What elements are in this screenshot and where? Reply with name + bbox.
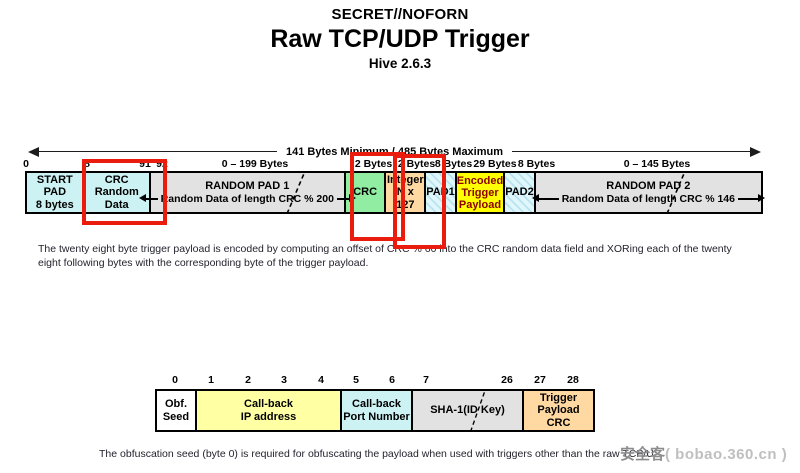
segment-label: 8 bytes <box>35 198 74 211</box>
segment-pad1: PAD1 <box>424 173 455 212</box>
extent-arrow-left-icon <box>531 195 559 202</box>
segment-detail-label: Random Data of length CRC % 200 <box>160 192 334 205</box>
segment-random-pad-2: RANDOM PAD 2 Random Data of length CRC %… <box>531 173 765 212</box>
arrow-line <box>39 150 277 153</box>
byte-span-label: 141 Bytes Minimum / 485 Bytes Maximum <box>285 145 504 158</box>
highlight-box-crc-random-data <box>82 159 167 225</box>
byte-tick: 26 <box>501 374 513 386</box>
segment-label: PAD <box>43 186 67 199</box>
byte-tick: 92 <box>156 158 168 170</box>
byte-tick: 27 <box>534 374 546 386</box>
watermark-cn-label: 安全客 <box>620 446 666 463</box>
segment-callback-ip: Call-back IP address <box>195 391 340 430</box>
byte-tick: 28 <box>567 374 579 386</box>
segment-label: Trigger <box>461 186 499 199</box>
segment-detail: Random Data of length CRC % 200 <box>138 192 356 206</box>
segment-label: Obf. <box>165 398 187 410</box>
extent-arrow-left-icon <box>138 195 158 202</box>
segment-detail: Random Data of length CRC % 146 <box>531 192 765 206</box>
classification-banner: SECRET//NOFORN <box>331 6 469 23</box>
segment-label: CRC <box>353 186 378 199</box>
segment-label: RANDOM PAD 1 <box>205 180 290 192</box>
page-title: Raw TCP/UDP Trigger <box>270 25 530 53</box>
byte-tick: 8 <box>84 158 90 170</box>
byte-tick: 6 <box>389 374 395 386</box>
segment-encoded-trigger-payload: Encoded Trigger Payload <box>454 173 504 212</box>
variable-length-break-icon <box>286 173 306 212</box>
byte-tick: 0 – 145 Bytes <box>623 158 691 170</box>
byte-tick: 2 <box>245 374 251 386</box>
extent-arrow-right-icon <box>336 195 356 202</box>
segment-detail-label: Random Data of length CRC % 146 <box>561 192 735 205</box>
watermark-url-label: ( bobao.360.cn ) <box>665 446 788 463</box>
byte-span-arrow: 141 Bytes Minimum / 485 Bytes Maximum <box>28 144 761 159</box>
byte-tick: 4 <box>318 374 324 386</box>
segment-label: Trigger <box>539 391 578 404</box>
version-label: Hive 2.6.3 <box>368 56 432 71</box>
byte-tick: 0 <box>23 158 29 170</box>
segment-label: Port Number <box>343 410 410 423</box>
arrow-line <box>512 150 750 153</box>
segment-label: CRC <box>104 173 129 186</box>
segment-label: SHA-1(ID Key) <box>430 404 505 417</box>
segment-callback-port: Call-back Port Number <box>340 391 411 430</box>
segment-label: PAD1 <box>426 186 455 199</box>
byte-tick: 2 Bytes <box>397 158 436 170</box>
segment-label: Encoded <box>456 174 504 187</box>
segment-label: Seed <box>162 410 190 423</box>
segment-random-pad-1: RANDOM PAD 1 Random Data of length CRC %… <box>138 173 356 212</box>
byte-tick: 5 <box>353 374 359 386</box>
trigger-encoding-description: The twenty eight byte trigger payload is… <box>38 243 732 269</box>
segment-pad2: PAD2 <box>503 173 534 212</box>
byte-tick: 91 <box>139 158 151 170</box>
highlight-box-crc <box>350 152 405 241</box>
byte-tick: 3 <box>281 374 287 386</box>
highlight-box-integer <box>393 154 446 249</box>
segment-sha1-id-key: SHA-1(ID Key) <box>411 391 522 430</box>
byte-tick: 0 <box>172 374 178 386</box>
byte-tick: 2 Bytes <box>354 158 393 170</box>
header: SECRET//NOFORN Raw TCP/UDP Trigger Hive … <box>0 6 800 71</box>
segment-label: IP address <box>240 410 297 423</box>
segment-trigger-payload-crc: Trigger Payload CRC <box>522 391 593 430</box>
obfuscation-seed-note: The obfuscation seed (byte 0) is require… <box>99 448 654 460</box>
variable-length-break-icon <box>667 173 686 212</box>
segment-label: Payload CRC <box>537 404 580 429</box>
extent-arrow-right-icon <box>738 195 765 202</box>
watermark: 安全客( bobao.360.cn ) <box>620 443 787 464</box>
segment-label: Payload <box>458 198 502 211</box>
variable-length-break-icon <box>469 391 486 430</box>
segment-start-pad: START PAD 8 bytes <box>27 173 83 212</box>
byte-tick: 29 Bytes <box>473 158 517 170</box>
segment-label: START <box>36 173 73 186</box>
byte-tick: 7 <box>423 374 429 386</box>
segment-label: Data <box>104 198 129 211</box>
byte-tick: 0 – 199 Bytes <box>221 158 289 170</box>
segment-label: Call-back <box>244 398 293 410</box>
byte-tick: 8 Bytes <box>517 158 556 170</box>
payload-layout-bar: Obf. Seed Call-back IP address Call-back… <box>155 389 595 432</box>
segment-obf-seed: Obf. Seed <box>157 391 195 430</box>
arrowhead-right-icon <box>750 146 761 157</box>
segment-label: Random <box>94 186 139 199</box>
segment-label: RANDOM PAD 2 <box>606 180 691 192</box>
segment-label: PAD2 <box>505 186 534 199</box>
segment-label: Call-back <box>352 398 401 410</box>
arrowhead-left-icon <box>28 146 39 157</box>
byte-tick: 1 <box>208 374 214 386</box>
